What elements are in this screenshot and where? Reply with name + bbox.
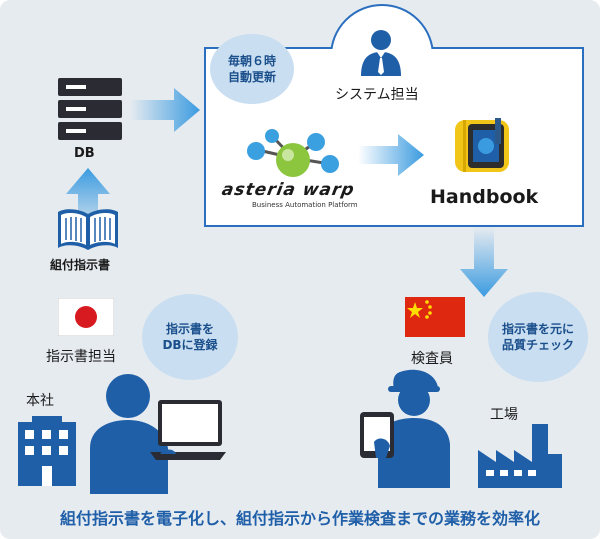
laptop-icon (150, 400, 226, 470)
japan-flag-icon (58, 298, 114, 336)
arrow-icon (66, 168, 110, 238)
china-flag-icon (405, 297, 465, 337)
person-icon (90, 374, 210, 494)
factory-icon (478, 424, 562, 488)
arrow-icon (460, 227, 508, 297)
asteria-logo: asteria warp (220, 180, 357, 200)
check-bubble: 指示書を元に 品質チェック (488, 292, 588, 382)
db-label: DB (74, 146, 95, 161)
hq-label: 本社 (26, 393, 54, 409)
server-icon (58, 78, 122, 140)
author-label: 指示書担当 (46, 349, 116, 365)
office-building-icon (18, 416, 76, 486)
book-icon (56, 208, 120, 252)
asteria-tagline: Business Automation Platform (252, 201, 358, 209)
manual-label: 組付指示書 (50, 258, 111, 272)
caption: 組付指示書を電子化し、組付指示から作業検査までの業務を効率化 (59, 509, 540, 528)
handbook-label: Handbook (430, 186, 539, 208)
arrow-icon (358, 134, 424, 176)
register-bubble: 指示書を DBに登録 (142, 294, 238, 380)
tablet-icon (360, 412, 400, 464)
inspector-label: 検査員 (411, 351, 453, 367)
person-icon (361, 28, 401, 76)
arrow-icon (130, 88, 200, 132)
handbook-app-icon (455, 118, 515, 174)
molecule-logo-icon (238, 128, 348, 190)
person-icon (358, 368, 468, 488)
factory-label: 工場 (490, 407, 518, 423)
daily-update-bubble: 毎朝６時 自動更新 (210, 34, 294, 104)
system-owner-label: システム担当 (335, 87, 419, 103)
